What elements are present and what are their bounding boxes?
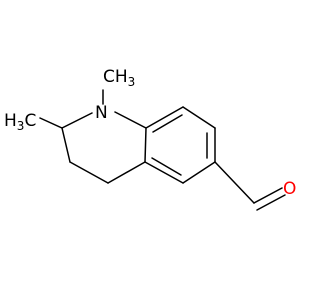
bond-n-c8a (114, 111, 147, 129)
bond-c8a-c4a (144, 127, 147, 163)
structure-canvas: N CH3 H3C O (4, 67, 297, 211)
bond-c5-c4a-inner (151, 157, 182, 176)
methyl-n-subscript: 3 (128, 75, 136, 89)
molecule-diagram: N CH3 H3C O (4, 67, 296, 211)
bond-cho-o-a (253, 187, 283, 204)
bond-c2-methyl (39, 117, 63, 129)
bond-c8a-c8-outer (145, 106, 184, 129)
bond-n-c2 (61, 112, 93, 129)
methyl-c2-c: C (24, 111, 36, 131)
bond-c4-c4a (107, 161, 146, 184)
bond-c5-c4a-outer (144, 161, 184, 184)
bond-c2-c3 (61, 127, 71, 163)
methyl-c2-label: H3C (4, 111, 36, 133)
bond-c6-cho (214, 161, 255, 204)
oxygen-atom-label: O (283, 179, 296, 199)
bond-c3-c4 (69, 161, 109, 184)
methyl-c2-h: H (4, 111, 17, 131)
methyl-c2-subscript: 3 (17, 119, 25, 133)
bond-c8-c7 (182, 106, 216, 129)
bond-c6-c5 (182, 161, 216, 184)
bond-c8a-c8-inner (152, 114, 183, 133)
methyl-n-symbol: CH (103, 67, 128, 87)
nitrogen-atom-label: N (95, 103, 108, 123)
bond-cho-o-b (256, 194, 286, 211)
methyl-n-label: CH3 (103, 67, 135, 89)
